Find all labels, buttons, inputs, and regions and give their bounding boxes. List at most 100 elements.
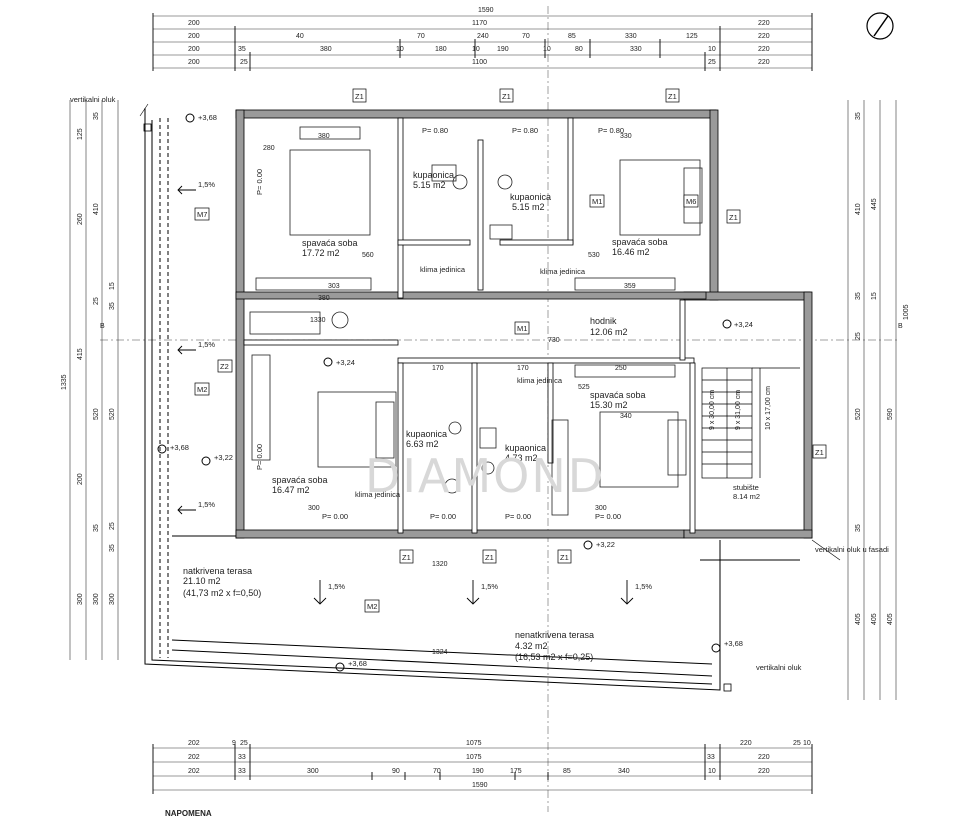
- downpipe-label: vertikalni oluk u fasadi: [815, 545, 889, 554]
- room-name: spavaća soba: [590, 390, 646, 400]
- terrace-area: 21.10 m2: [183, 576, 221, 586]
- dim-label: 25: [708, 59, 716, 66]
- dim-label: 380: [318, 133, 330, 140]
- parapet-label: P= 0.80: [598, 126, 624, 135]
- dim-label: 530: [588, 252, 600, 259]
- slope-label: 1,5%: [198, 180, 215, 189]
- marker-label: Z1: [355, 92, 364, 101]
- bottom-dimension-lines: [152, 744, 813, 794]
- parapet-label: P= 0.80: [422, 126, 448, 135]
- marker-label: Z1: [729, 213, 738, 222]
- dim-label: 15: [871, 292, 878, 300]
- dim-label: 380: [320, 46, 332, 53]
- downpipe-label: vertikalni oluk: [756, 663, 802, 672]
- downpipe-label: vertikalni oluk: [70, 95, 116, 104]
- dim-label: 202: [188, 754, 200, 761]
- slope-label: 1,5%: [198, 500, 215, 509]
- dim-label: 200: [77, 473, 84, 485]
- dim-label: 1170: [472, 20, 487, 27]
- marker-label: Z1: [815, 448, 824, 457]
- dim-label: 35: [238, 46, 246, 53]
- dim-label: 35: [109, 544, 116, 552]
- dim-label: 300: [77, 593, 84, 605]
- dim-label: 730: [548, 337, 560, 344]
- dim-label: 80: [575, 46, 583, 53]
- room-name: spavaća soba: [302, 238, 358, 248]
- bed: [289, 149, 371, 236]
- dim-label: 90: [392, 768, 400, 775]
- room-name: kupaonica: [505, 443, 546, 453]
- terrace-calc: (41,73 m2 x f=0,50): [183, 588, 261, 598]
- room-name: hodnik: [590, 316, 617, 326]
- room-name: spavaća soba: [612, 237, 668, 247]
- level-label: +3,68: [170, 443, 189, 452]
- parapet-label: P= 0.00: [505, 512, 531, 521]
- dim-label: 330: [620, 133, 632, 140]
- room-area: 16.46 m2: [612, 247, 650, 257]
- room-area: 8.14 m2: [733, 492, 760, 501]
- dim-label: 25: [109, 522, 116, 530]
- dim-label: 300: [109, 593, 116, 605]
- top-dimension-lines: [152, 13, 813, 71]
- dim-label: 10: [543, 46, 551, 53]
- opening-marker-labels: Z1 Z1 Z1 Z1 Z1 Z1 Z1 Z1 Z2 M1 M1 M2 M2 M…: [197, 92, 824, 611]
- slope-labels: 1,5% 1,5% 1,5% 1,5% 1,5% 1,5%: [198, 180, 652, 591]
- dim-label: 125: [686, 33, 698, 40]
- dim-label: 410: [93, 203, 100, 215]
- dim-label: 200: [188, 33, 200, 40]
- level-markers: +3,24 +3,24 +3,22 +3,68 +3,68 +3,68 +3,6…: [157, 113, 753, 672]
- dim-label: 303: [328, 283, 340, 290]
- level-label: +3,24: [734, 320, 753, 329]
- terrace-name: natkrivena terasa: [183, 566, 252, 576]
- dim-label: 33: [238, 754, 246, 761]
- dim-total-top: 1590: [478, 7, 494, 14]
- dim-label: 300: [308, 505, 320, 512]
- opening-markers: [194, 88, 827, 613]
- slope-label: 1,5%: [328, 582, 345, 591]
- dim-label: 1330: [310, 317, 326, 324]
- room-area: 6.63 m2: [406, 439, 439, 449]
- level-label: +3,24: [336, 358, 355, 367]
- section-axes: [100, 6, 900, 812]
- room-labels: spavaća soba 17.72 m2 kupaonica 5.15 m2 …: [272, 170, 760, 501]
- dim-total-right: 1005: [903, 304, 910, 320]
- dim-total-bottom: 1590: [472, 782, 488, 789]
- dim-label: 200: [188, 46, 200, 53]
- dim-label: 70: [433, 768, 441, 775]
- parapet-label: P= 0.00: [430, 512, 456, 521]
- terrace-outline: [144, 108, 800, 691]
- dim-label: 175: [510, 768, 522, 775]
- marker-label: Z1: [560, 553, 569, 562]
- watermark: DIAMOND: [365, 449, 605, 503]
- marker-label: M6: [686, 197, 696, 206]
- dim-label: 35: [855, 112, 862, 120]
- marker-label: M2: [367, 602, 377, 611]
- dim-label: 220: [758, 59, 770, 66]
- dim-label: 330: [630, 46, 642, 53]
- level-label: +3,68: [348, 659, 367, 668]
- dim-label: 25: [793, 740, 801, 747]
- dim-label: 25: [240, 59, 248, 66]
- ac-closets: klima jedinica klima jedinica klima jedi…: [355, 265, 586, 499]
- marker-label: Z1: [668, 92, 677, 101]
- stairs-dim: 9 x 31,00 cm: [735, 390, 742, 430]
- dim-label: 15: [109, 282, 116, 290]
- dim-label: 260: [77, 213, 84, 225]
- closet-label: klima jedinica: [540, 267, 586, 276]
- furniture: [249, 126, 703, 516]
- closet-label: klima jedinica: [420, 265, 466, 274]
- marker-label: Z1: [402, 553, 411, 562]
- parapet-label: P= 0.80: [512, 126, 538, 135]
- dim-label: 190: [497, 46, 509, 53]
- dim-label: 1075: [466, 740, 482, 747]
- bottom-dimension-text: 202 9 25 1075 220 25 10 202 33 1075 33 2…: [188, 740, 811, 789]
- interior-dimensions: 380 380 280 330 560 530 303 359 730 525 …: [263, 133, 636, 656]
- dim-label: 70: [417, 33, 425, 40]
- dim-label: 35: [109, 302, 116, 310]
- dim-label: 170: [432, 365, 444, 372]
- left-dimension-lines: [69, 100, 119, 660]
- right-dimension-lines: [847, 100, 897, 700]
- room-name: kupaonica: [413, 170, 454, 180]
- marker-label: Z1: [485, 553, 494, 562]
- room-name: kupaonica: [406, 429, 447, 439]
